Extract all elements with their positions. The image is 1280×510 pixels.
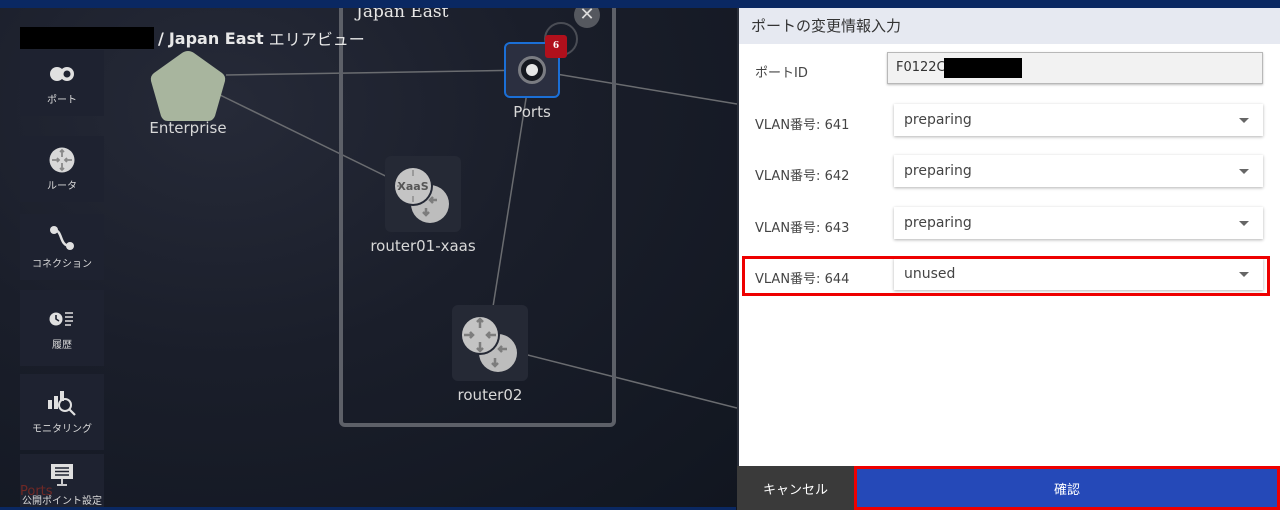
port-toggle-icon (49, 61, 75, 87)
sidebar-item-label: モニタリング (32, 423, 92, 435)
confirm-button[interactable]: 確認 (854, 466, 1280, 510)
router01-xaas-label: router01-xaas (370, 237, 476, 255)
vlan-row-642: VLAN番号: 642 preparing (739, 155, 1280, 195)
port-icon (518, 56, 546, 84)
dropdown-caret-icon (1239, 118, 1249, 123)
select-value: preparing (904, 112, 972, 128)
sidebar-item-connection[interactable]: コネクション (20, 214, 104, 280)
vlan-label: VLAN番号: 644 (755, 272, 850, 287)
panel-title: ポートの変更情報入力 (739, 8, 1280, 44)
select-value: unused (904, 266, 956, 282)
ports-node-label: Ports (513, 103, 551, 121)
vlan-641-status-select[interactable]: preparing (894, 104, 1263, 136)
vlan-row-643: VLAN番号: 643 preparing (739, 207, 1280, 247)
breadcrumb-separator: / (158, 28, 164, 48)
sidebar-item-label: 履歴 (52, 339, 72, 351)
connection-lines (219, 69, 737, 409)
region-title: Japan East (356, 8, 449, 22)
xaas-router-icon: XaaS (393, 166, 449, 223)
redacted-port-id (943, 57, 1022, 78)
port-id-field: F0122C (887, 52, 1263, 84)
vlan-row-644: VLAN番号: 644 unused (739, 258, 1280, 298)
top-bar (0, 0, 1280, 8)
dropdown-caret-icon (1239, 221, 1249, 226)
router-icon (460, 315, 517, 372)
dropdown-caret-icon (1239, 169, 1249, 174)
history-icon (49, 306, 75, 332)
vlan-row-641: VLAN番号: 641 preparing (739, 104, 1280, 144)
vlan-643-status-select[interactable]: preparing (894, 207, 1263, 239)
port-id-row: ポートID F0122C (739, 52, 1280, 92)
enterprise-node-icon[interactable] (148, 48, 228, 124)
vlan-644-status-select[interactable]: unused (894, 258, 1263, 290)
ports-count-badge: 6 (545, 35, 567, 58)
vlan-label: VLAN番号: 642 (755, 169, 850, 184)
sidebar-item-router[interactable]: ルータ (20, 136, 104, 202)
port-id-value: F0122C (896, 60, 946, 75)
panel-footer: キャンセル 確認 (737, 466, 1280, 510)
sidebar-item-port[interactable]: ポート (20, 50, 104, 116)
router01-xaas-node[interactable]: XaaS (385, 156, 461, 232)
sidebar-item-history[interactable]: 履歴 (20, 290, 104, 366)
breadcrumb-region[interactable]: Japan East (168, 28, 264, 48)
ghost-ports-label: Ports (20, 484, 53, 499)
sidebar-item-public-point[interactable]: 公開ポイント設定 (20, 454, 104, 507)
cancel-button[interactable]: キャンセル (737, 466, 854, 510)
public-point-icon (50, 462, 74, 488)
region-frame (339, 8, 616, 427)
breadcrumb-view: エリアビュー (268, 30, 365, 49)
router02-node[interactable] (452, 305, 528, 381)
svg-text:XaaS: XaaS (397, 180, 428, 193)
sidebar-item-label: ポート (47, 94, 77, 106)
enterprise-node-label: Enterprise (149, 119, 227, 137)
monitoring-icon (47, 390, 77, 416)
router-icon (49, 147, 75, 173)
connection-icon (49, 225, 75, 251)
sidebar-item-label: コネクション (32, 258, 92, 270)
redacted-tenant-name (20, 27, 154, 49)
select-value: preparing (904, 163, 972, 179)
router02-label: router02 (457, 386, 523, 404)
sidebar-item-label: ルータ (47, 180, 77, 192)
vlan-642-status-select[interactable]: preparing (894, 155, 1263, 187)
sidebar-item-label: 公開ポイント設定 (22, 495, 102, 507)
close-region-button[interactable]: ✕ (574, 8, 600, 28)
dropdown-caret-icon (1239, 272, 1249, 277)
vlan-label: VLAN番号: 643 (755, 221, 850, 236)
topology-canvas[interactable]: Japan East ✕ / Japan East エリアビュー Enterpr… (0, 8, 737, 507)
highlight-annotation-vlan-644 (742, 256, 1270, 296)
sidebar-item-monitoring[interactable]: モニタリング (20, 374, 104, 450)
port-change-panel: ポートの変更情報入力 ポートID F0122C VLAN番号: 641 prep… (737, 8, 1280, 510)
breadcrumb: / Japan East エリアビュー (20, 26, 365, 50)
vlan-label: VLAN番号: 641 (755, 118, 850, 133)
bottom-bar (0, 507, 736, 510)
select-value: preparing (904, 215, 972, 231)
port-id-label: ポートID (755, 66, 808, 81)
